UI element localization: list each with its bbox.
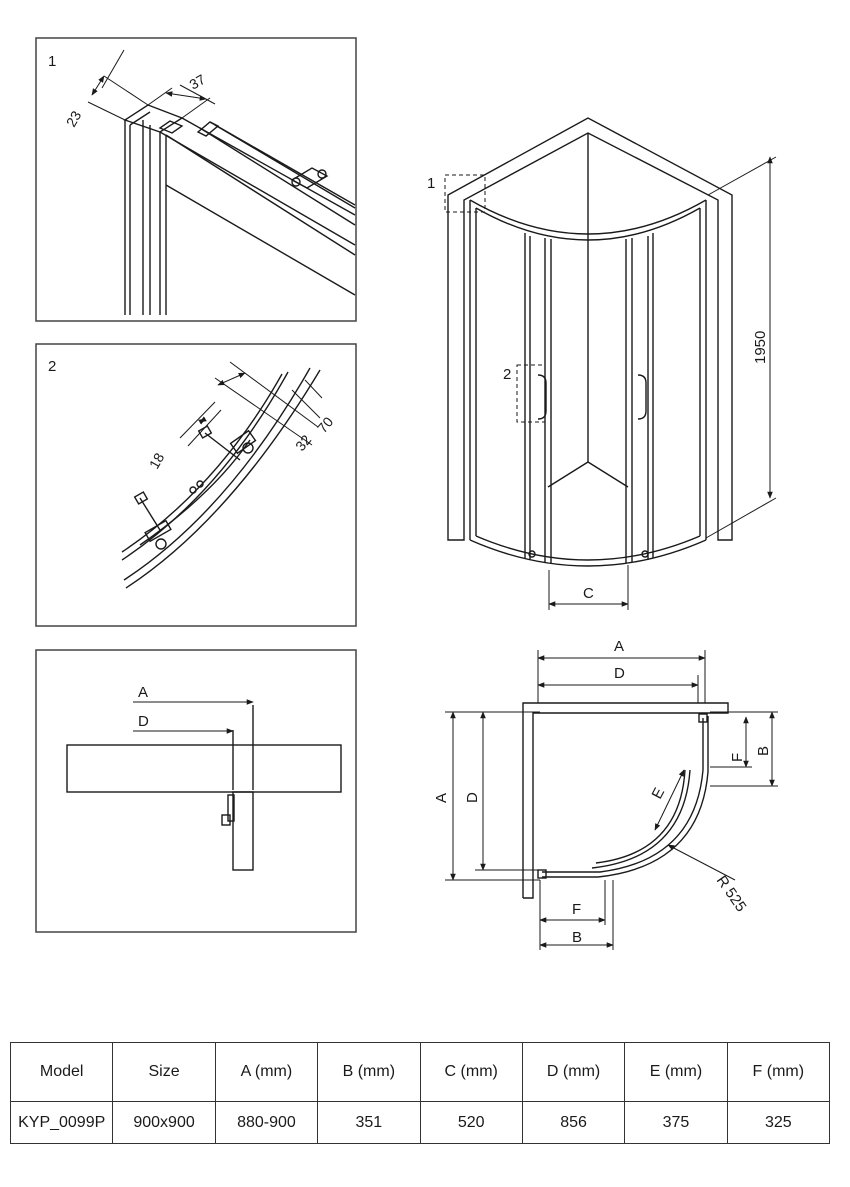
- section-panel: A D: [35, 649, 357, 933]
- detail-2-label: 2: [48, 358, 56, 375]
- plan-radius-label: R 525: [713, 873, 750, 916]
- technical-drawing: 1: [35, 37, 778, 950]
- header-a: A (mm): [214, 1042, 319, 1102]
- cell-a: 880-900: [214, 1101, 319, 1144]
- plan-label-e: E: [649, 785, 669, 802]
- header-size: Size: [112, 1042, 216, 1102]
- plan-label-a-left: A: [433, 793, 450, 803]
- elevation-view: [447, 117, 733, 567]
- cell-d: 856: [521, 1101, 626, 1144]
- height-1950-label: 1950: [752, 331, 769, 364]
- header-f: F (mm): [726, 1042, 831, 1102]
- dim-18-label: 18: [146, 450, 168, 472]
- plan-view: [522, 702, 729, 899]
- detail-1-label: 1: [48, 53, 56, 70]
- cell-c: 520: [419, 1101, 523, 1144]
- cell-size: 900x900: [112, 1101, 216, 1144]
- plan-label-d-left: D: [464, 792, 481, 803]
- plan-label-a-top: A: [614, 638, 624, 655]
- plan-label-b-bottom: B: [572, 929, 582, 946]
- dim-70-label: 70: [314, 414, 336, 436]
- cell-f: 325: [726, 1101, 831, 1144]
- plan-label-d-top: D: [614, 665, 625, 682]
- section-label-a: A: [138, 684, 148, 701]
- header-b: B (mm): [317, 1042, 421, 1102]
- dim-23-label: 23: [63, 108, 85, 130]
- cell-model: KYP_0099P: [9, 1101, 114, 1144]
- elevation-callouts: [444, 156, 777, 610]
- plan-label-b-right: B: [755, 746, 772, 756]
- detail-2-panel: 2 70: [35, 343, 357, 627]
- header-d: D (mm): [521, 1042, 626, 1102]
- dim-32-label: 32: [292, 432, 314, 454]
- callout-1-label: 1: [427, 175, 435, 192]
- table-header-row: Model Size A (mm) B (mm) C (mm) D (mm) E…: [9, 1042, 831, 1102]
- spec-table: Model Size A (mm) B (mm) C (mm) D (mm) E…: [9, 1042, 831, 1144]
- header-model: Model: [9, 1042, 114, 1102]
- plan-dimensions: [445, 650, 778, 950]
- section-label-d: D: [138, 713, 149, 730]
- detail-1-panel: 1: [35, 37, 357, 322]
- plan-label-f-bottom: F: [572, 901, 581, 918]
- table-row: KYP_0099P 900x900 880-900 351 520 856 37…: [9, 1101, 831, 1144]
- callout-2-label: 2: [503, 366, 511, 383]
- header-c: C (mm): [419, 1042, 523, 1102]
- cell-b: 351: [317, 1101, 421, 1144]
- cell-e: 375: [624, 1101, 728, 1144]
- dim-37-label: 37: [187, 71, 209, 93]
- header-e: E (mm): [624, 1042, 728, 1102]
- elevation-label-c: C: [583, 585, 594, 602]
- plan-label-f-right: F: [729, 753, 746, 762]
